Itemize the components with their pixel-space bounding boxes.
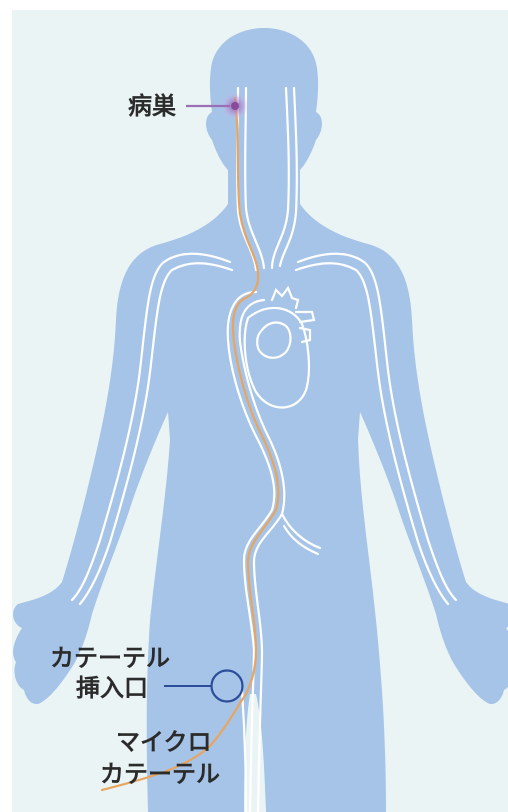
microcatheter-label-line1: マイクロ — [116, 730, 212, 754]
microcatheter-label-line2: カテーテル — [100, 762, 220, 786]
lesion-label: 病巣 — [128, 94, 176, 118]
lesion-dot — [231, 102, 239, 110]
insertion-label-line1: カテーテル — [50, 646, 170, 670]
insertion-label-line2: 挿入口 — [76, 676, 148, 700]
